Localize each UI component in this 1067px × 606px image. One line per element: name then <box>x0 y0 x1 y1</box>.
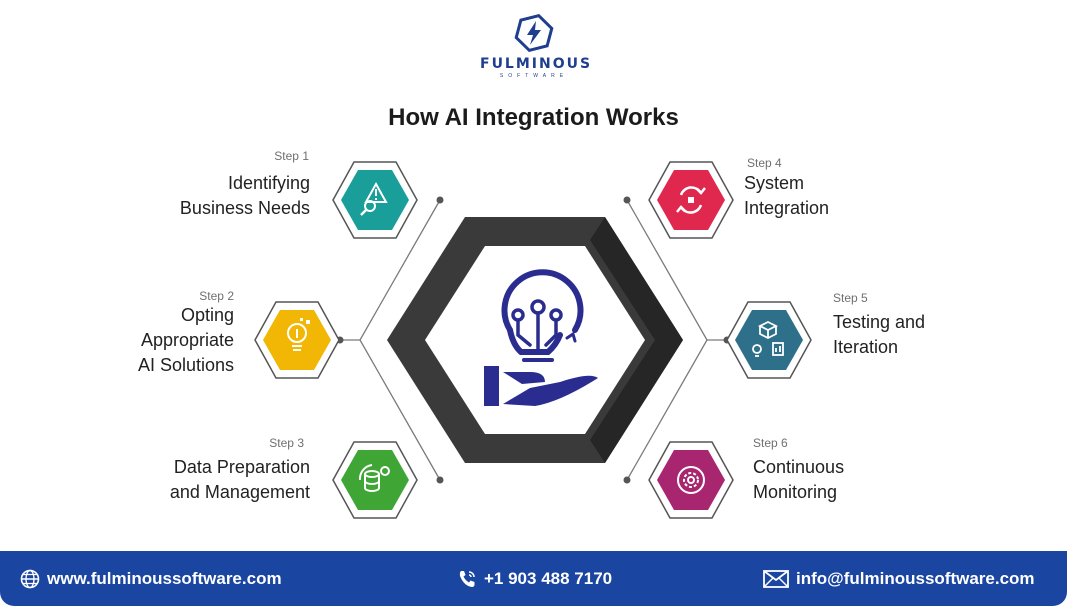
center-hexagon <box>387 217 683 463</box>
logo-brand-text: FULMINOUS <box>480 56 593 72</box>
step-2-label-line3: AI Solutions <box>137 355 234 375</box>
step-6-label-line2: Monitoring <box>753 482 838 502</box>
globe-icon <box>20 569 40 588</box>
page-title: How AI Integration Works <box>388 104 679 131</box>
footer-email-text: info@fulminoussoftware.com <box>796 568 1035 588</box>
footer-website[interactable]: www.fulminoussoftware.com <box>20 551 282 606</box>
step-3-hexagon <box>332 441 418 519</box>
step-2-label: Opting Appropriate AI Solutions <box>54 303 234 378</box>
step-6-label-line1: Continuous <box>753 457 845 477</box>
phone-icon <box>459 570 475 587</box>
step-2-hexagon <box>254 301 340 379</box>
footer-website-text: www.fulminoussoftware.com <box>47 568 282 588</box>
diagram-canvas <box>254 161 812 519</box>
logo-sub-text: SOFTWARE <box>499 73 569 79</box>
step-2-label-line2: Appropriate <box>140 330 234 350</box>
step-3-label-line1: Data Preparation <box>173 457 310 477</box>
step-5-label-line2: Iteration <box>833 337 899 357</box>
step-3-label-line2: and Management <box>169 482 310 502</box>
step-3-label: Data Preparation and Management <box>110 455 310 505</box>
footer-phone-text: +1 903 488 7170 <box>484 568 613 588</box>
step-2-number: Step 2 <box>199 289 234 303</box>
envelope-icon <box>763 569 789 588</box>
step-3-number: Step 3 <box>269 436 304 450</box>
step-5-label: Testing and Iteration <box>833 310 1013 360</box>
step-6-label: Continuous Monitoring <box>753 455 933 505</box>
step-1-number: Step 1 <box>274 149 309 163</box>
ai-bulb-hand-icon <box>484 269 598 406</box>
lightbulb-icon <box>287 318 310 351</box>
company-logo: FULMINOUS SOFTWARE <box>480 12 593 84</box>
step-4-number: Step 4 <box>747 156 782 170</box>
step-4-label-line2: Integration <box>744 198 830 218</box>
fulminous-logo-icon <box>514 13 554 53</box>
footer-email[interactable]: info@fulminoussoftware.com <box>763 551 1035 606</box>
database-gear-icon <box>358 464 390 492</box>
step-1-label-line2: Business Needs <box>179 198 310 218</box>
step-4-label-line1: System <box>744 173 805 193</box>
step-5-number: Step 5 <box>833 291 868 305</box>
alert-magnifier-icon <box>360 181 388 216</box>
step-5-hexagon <box>726 301 812 379</box>
monitoring-gear-icon <box>677 466 705 494</box>
step-6-number: Step 6 <box>753 436 788 450</box>
testing-boxes-icon <box>752 320 784 357</box>
step-1-label: Identifying Business Needs <box>130 171 310 221</box>
footer-bar: www.fulminoussoftware.com +1 903 488 717… <box>0 551 1067 606</box>
step-1-hexagon <box>332 161 418 239</box>
step-4-label: System Integration <box>744 171 924 221</box>
step-4-hexagon <box>648 161 734 239</box>
sync-arrows-icon <box>676 186 706 214</box>
footer-phone[interactable]: +1 903 488 7170 <box>457 551 612 606</box>
step-6-hexagon <box>648 441 734 519</box>
step-2-label-line1: Opting <box>180 305 234 325</box>
step-1-label-line1: Identifying <box>227 173 310 193</box>
step-5-label-line1: Testing and <box>833 312 926 332</box>
